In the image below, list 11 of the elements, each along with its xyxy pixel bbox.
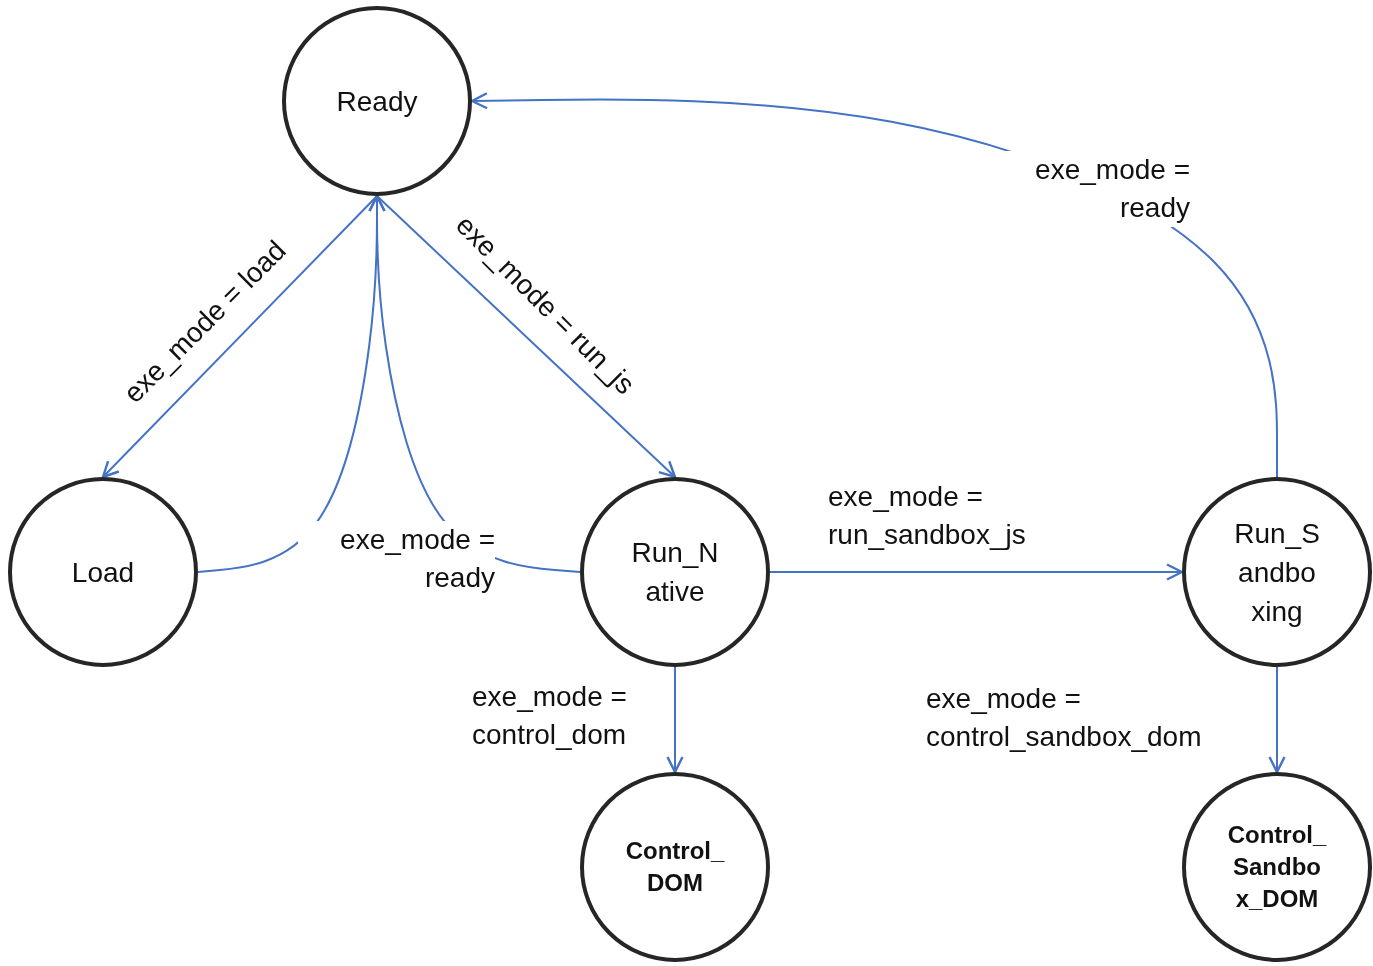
state-name: Run_Native bbox=[630, 536, 720, 609]
arrow bbox=[376, 195, 677, 479]
state-name: Run_Sandboxing bbox=[1233, 516, 1321, 629]
state-name: Control_DOM bbox=[625, 836, 725, 898]
state-name: Load bbox=[70, 555, 136, 590]
arrow bbox=[666, 666, 684, 774]
arrow bbox=[101, 195, 378, 479]
arrow bbox=[769, 563, 1184, 581]
state-name: Control_Sandbox_DOM bbox=[1227, 820, 1327, 914]
state-name: Ready bbox=[335, 84, 419, 119]
arrow bbox=[1268, 666, 1286, 774]
